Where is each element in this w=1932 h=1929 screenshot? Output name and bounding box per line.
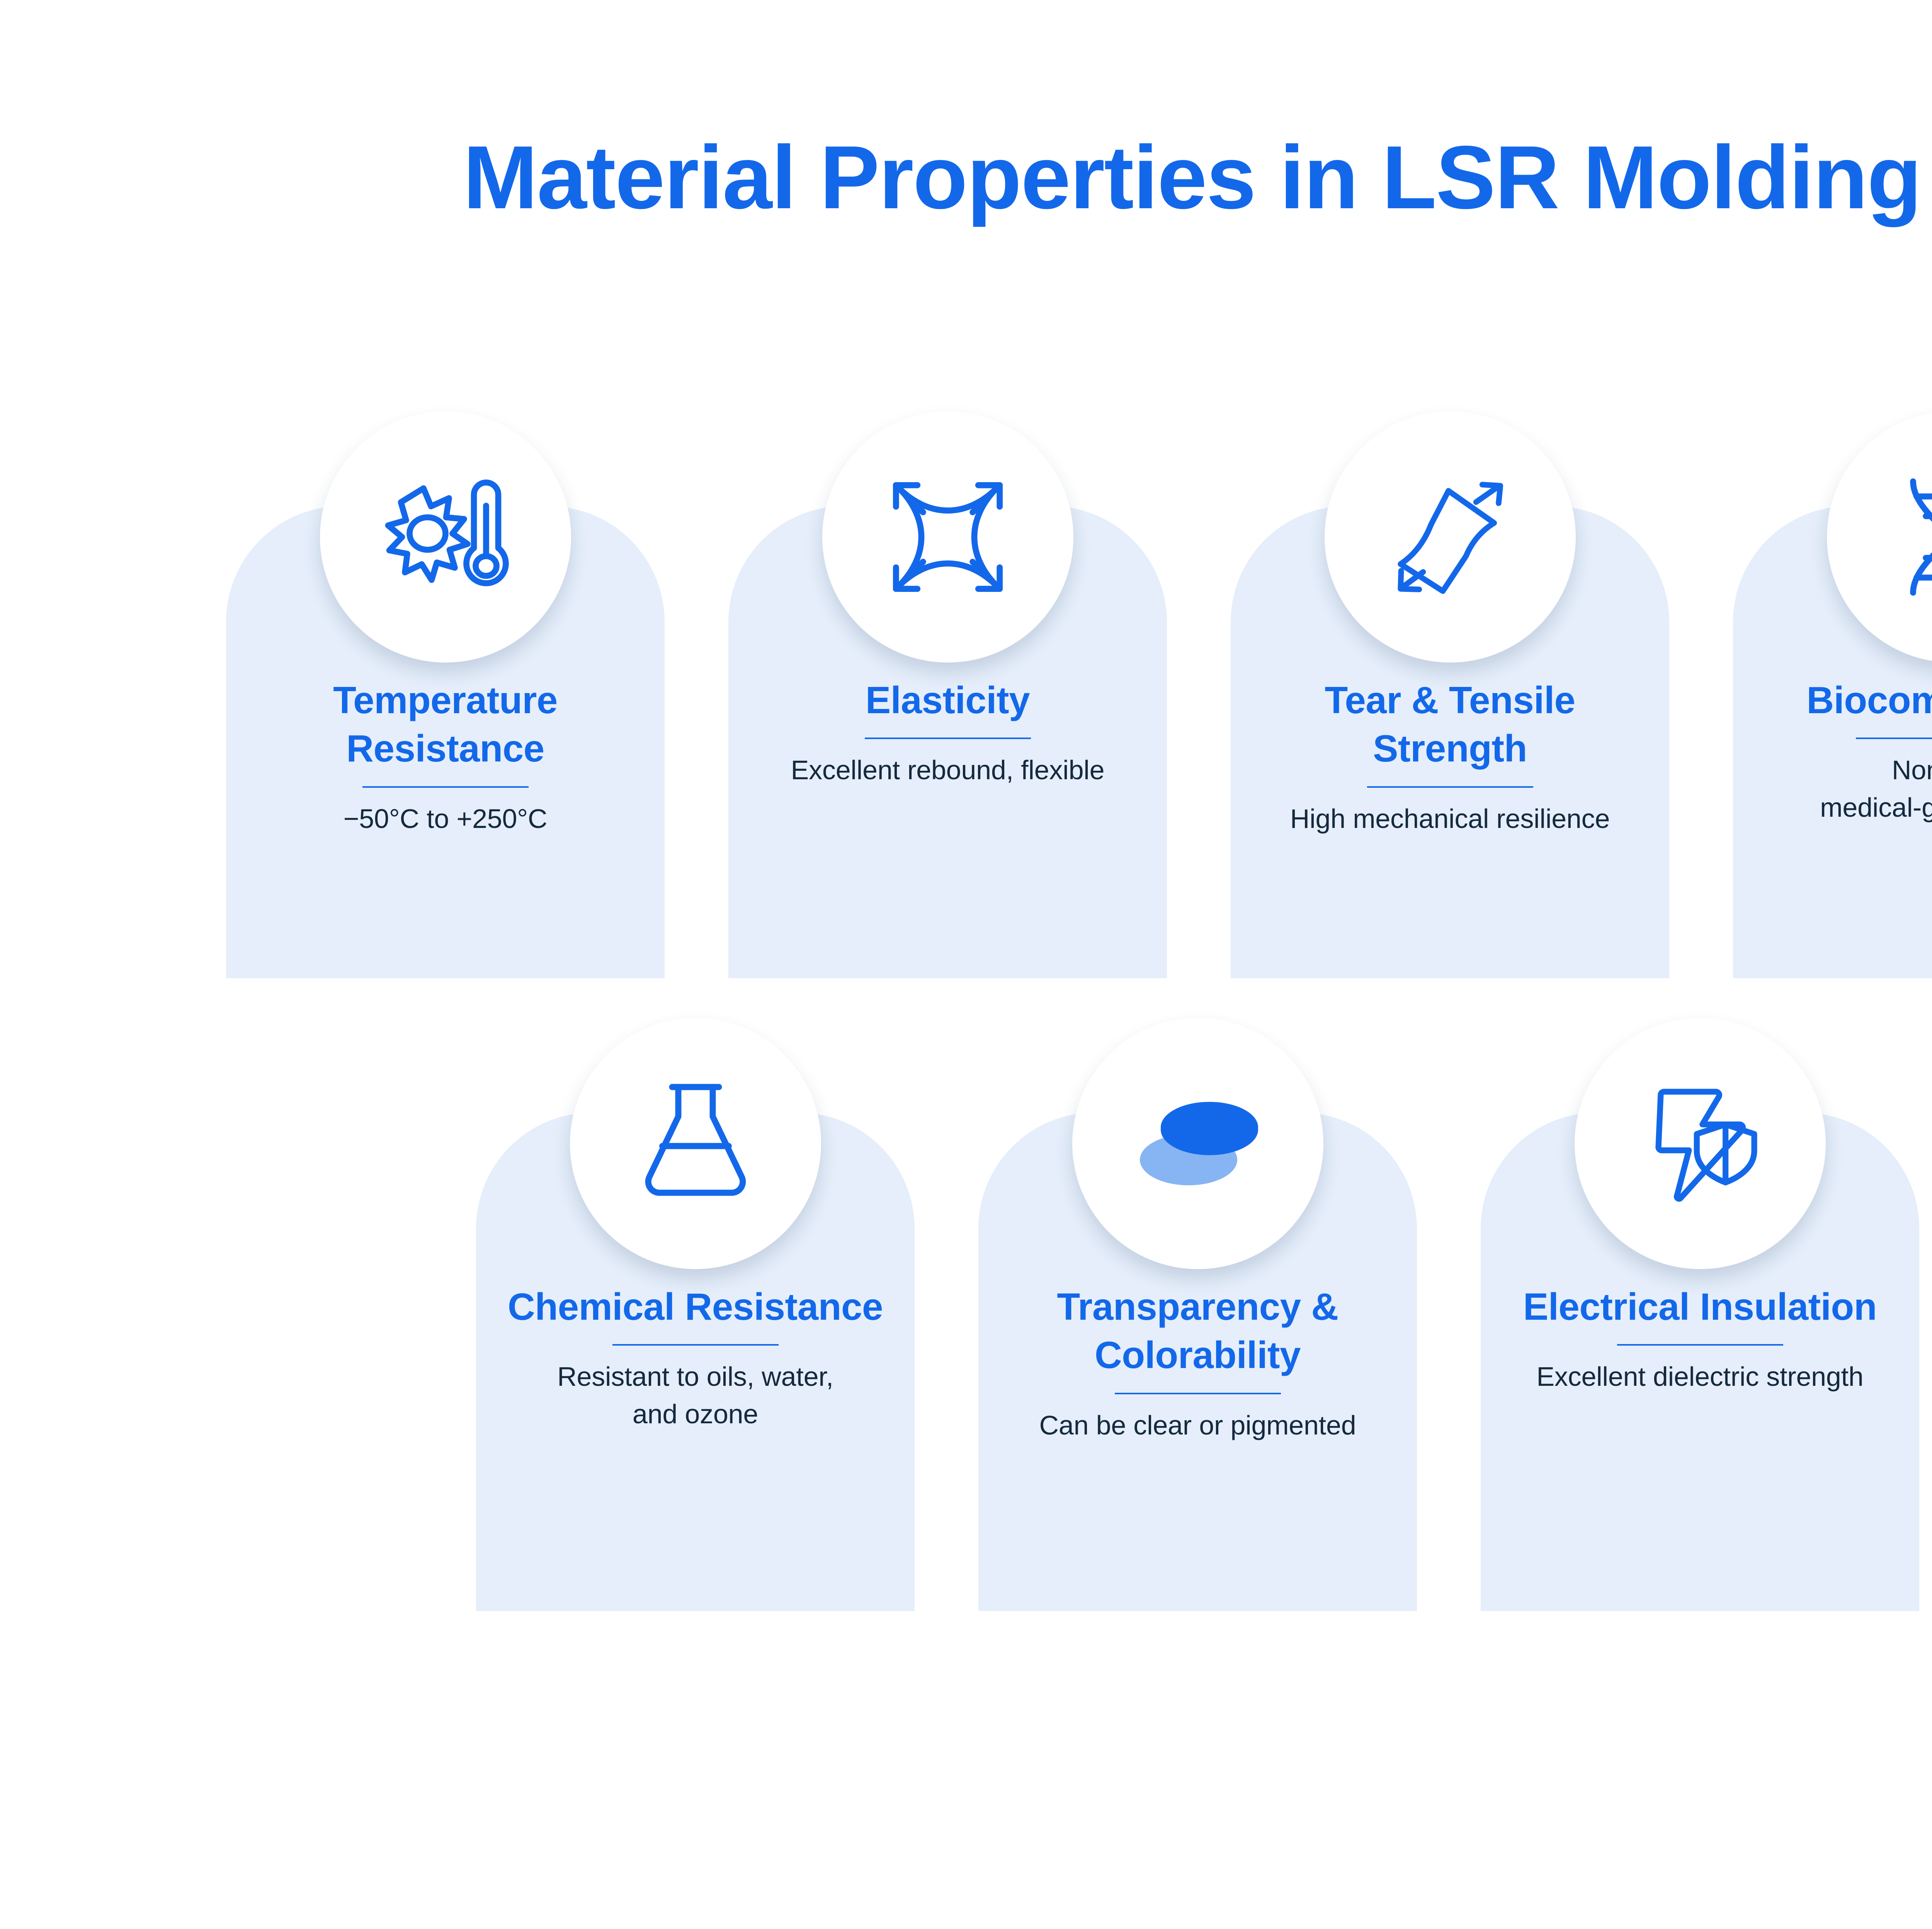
card-description: Resistant to oils, water, and ozone (557, 1361, 833, 1429)
card-divider (1367, 786, 1533, 788)
card-title: Temperature Resistance (333, 679, 558, 770)
card-title: Biocompatibility (1806, 679, 1932, 721)
stretch-dogbone-arrows-icon (1383, 469, 1518, 605)
card-body: Transparency & Colorability Can be clear… (978, 1283, 1417, 1444)
sun-thermometer-icon (376, 467, 515, 607)
dna-helix-icon (1889, 467, 1932, 607)
card-title: Transparency & Colorability (1057, 1285, 1338, 1377)
property-card-chemical-resistance[interactable]: Chemical Resistance Resistant to oils, w… (476, 1018, 915, 1611)
card-description: Excellent dielectric strength (1536, 1361, 1864, 1392)
card-divider (864, 738, 1031, 739)
icon-bubble (320, 411, 571, 663)
card-description: Non-toxic, medical-grade options (1820, 755, 1932, 823)
card-body: Tear & Tensile Strength High mechanical … (1231, 676, 1669, 837)
property-card-electrical-insulation[interactable]: Electrical Insulation Excellent dielectr… (1481, 1018, 1919, 1611)
card-row-2: Chemical Resistance Resistant to oils, w… (476, 1018, 1932, 1611)
icon-bubble (1324, 411, 1576, 663)
overlapping-ellipses-icon (1128, 1088, 1267, 1200)
card-description: Excellent rebound, flexible (791, 755, 1105, 785)
card-body: Electrical Insulation Excellent dielectr… (1481, 1283, 1919, 1395)
icon-bubble (1072, 1018, 1323, 1269)
card-title: Chemical Resistance (508, 1285, 883, 1328)
card-divider (1114, 1392, 1281, 1394)
card-body: Elasticity Excellent rebound, flexible (728, 676, 1167, 789)
card-divider (362, 786, 529, 788)
card-body: Biocompatibility Non-toxic, medical-grad… (1733, 676, 1932, 826)
page-title: Material Properties in LSR Molding (463, 127, 1922, 228)
card-row-1: Temperature Resistance −50°C to +250°C (226, 411, 1932, 978)
property-card-tear-tensile-strength[interactable]: Tear & Tensile Strength High mechanical … (1231, 411, 1669, 978)
property-card-elasticity[interactable]: Elasticity Excellent rebound, flexible (728, 411, 1167, 978)
card-divider (612, 1344, 779, 1346)
card-title: Tear & Tensile Strength (1325, 679, 1575, 770)
icon-bubble (1574, 1018, 1826, 1269)
property-card-biocompatibility[interactable]: Biocompatibility Non-toxic, medical-grad… (1733, 411, 1932, 978)
card-divider (1617, 1344, 1783, 1346)
icon-bubble (822, 411, 1073, 663)
card-description: Can be clear or pigmented (1039, 1410, 1356, 1440)
card-title: Electrical Insulation (1523, 1285, 1877, 1328)
icon-bubble (570, 1018, 821, 1269)
property-card-transparency-colorability[interactable]: Transparency & Colorability Can be clear… (978, 1018, 1417, 1611)
expand-arrows-astroid-icon (880, 469, 1015, 605)
card-body: Chemical Resistance Resistant to oils, w… (476, 1283, 915, 1433)
erlenmeyer-flask-icon (632, 1076, 759, 1211)
lightning-bolt-shield-icon (1633, 1076, 1768, 1211)
card-description: High mechanical resilience (1290, 803, 1610, 834)
property-card-temperature-resistance[interactable]: Temperature Resistance −50°C to +250°C (226, 411, 665, 978)
icon-bubble (1827, 411, 1932, 663)
card-body: Temperature Resistance −50°C to +250°C (226, 676, 665, 837)
card-title: Elasticity (865, 679, 1030, 721)
card-description: −50°C to +250°C (343, 803, 548, 834)
card-divider (1855, 738, 1932, 739)
